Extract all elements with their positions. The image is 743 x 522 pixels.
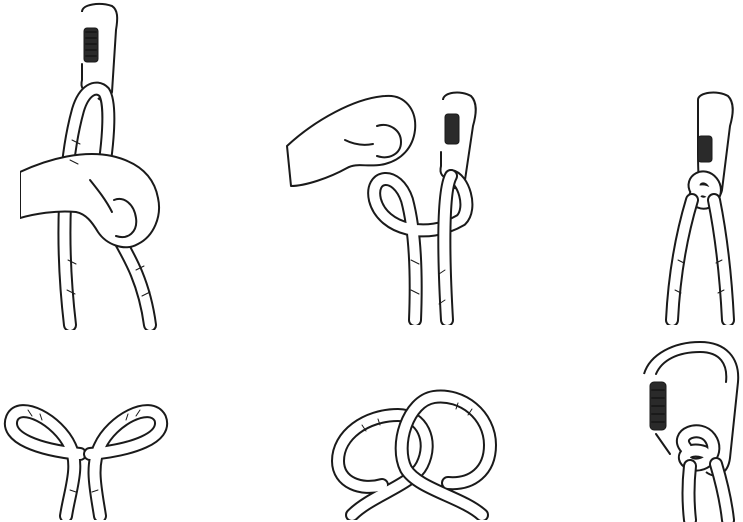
two-loops-rope-icon [0, 380, 175, 520]
step-2-illustration [285, 90, 495, 325]
hand-holding-rope-through-carabiner-icon [20, 0, 190, 330]
carabiner-closeup-hitch-icon [630, 338, 743, 522]
step-6-illustration [630, 338, 743, 522]
step-4-illustration [0, 380, 175, 520]
step-3-illustration [660, 90, 740, 325]
overlapping-loops-rope-icon [322, 385, 507, 520]
clove-hitch-on-carabiner-icon [660, 90, 740, 325]
step-1-illustration [20, 0, 190, 330]
hand-crossing-rope-loop-at-carabiner-icon [285, 90, 495, 325]
step-5-illustration [322, 385, 507, 520]
